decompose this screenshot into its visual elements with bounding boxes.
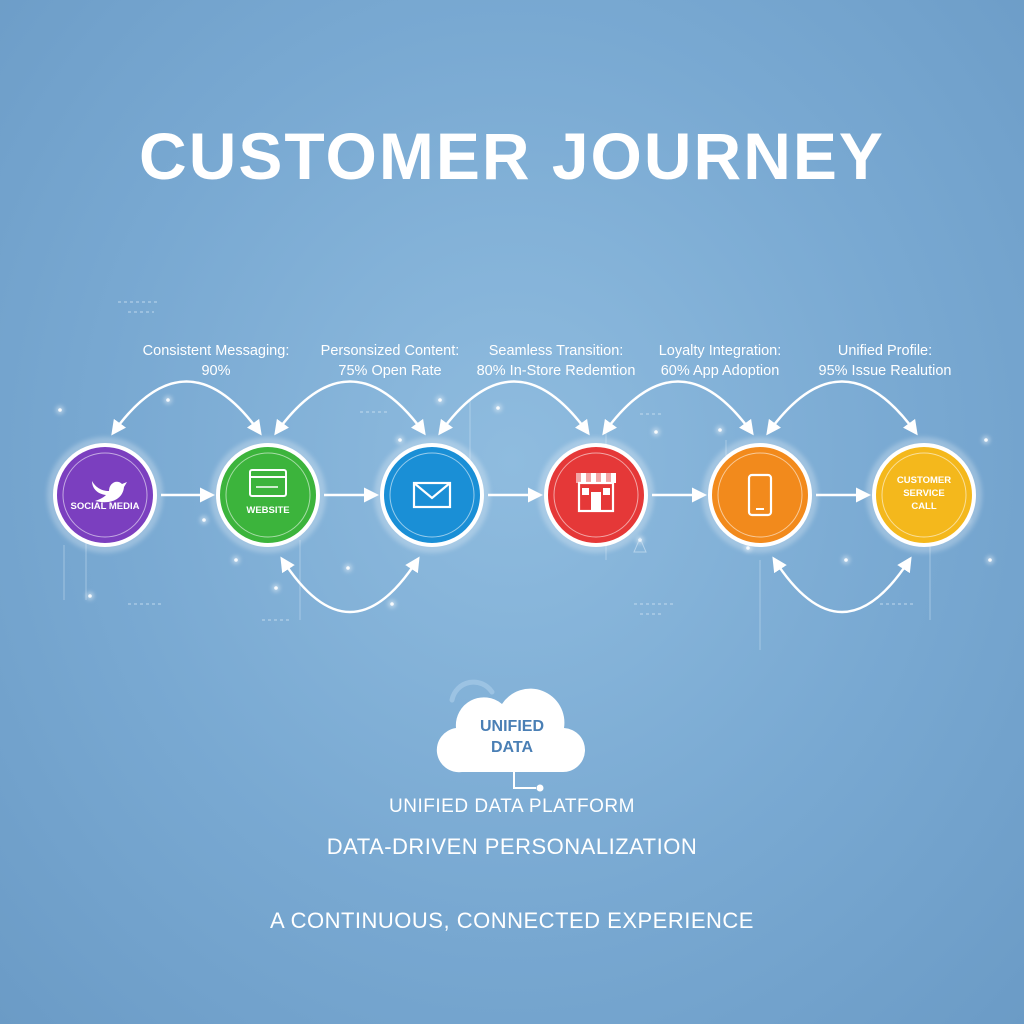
metric-personalized-content: Personsized Content: 75% Open Rate [300,341,480,381]
node-inner-ring [881,452,967,538]
envelope-icon [412,481,452,509]
node-inner-ring [553,452,639,538]
node-inner-ring [62,452,148,538]
bird-icon [92,481,127,503]
feedback-arc [602,380,754,436]
node-circle [53,443,157,547]
node-website: WEBSITE [210,437,326,553]
metric-value: 95% Issue Realution [818,363,952,379]
cloud-icon [436,688,586,773]
metric-label: Seamless Transition: [488,343,624,359]
metric-label: Unified Profile: [837,343,933,359]
storefront-icon [576,473,616,513]
node-store [538,437,654,553]
node-label: CUSTOMER [897,475,951,486]
decor-dot [58,408,62,412]
cloud-connector-dot [536,784,544,792]
cloud-label-line: DATA [491,739,534,756]
node-label: SERVICE [903,488,945,499]
feedback-arc [274,380,426,436]
decor-dot [202,518,206,522]
flow-arrows [111,380,918,614]
decor-dot [398,438,402,442]
decor-triangle [633,536,647,553]
decor-dot [984,438,988,442]
node-inner-ring [389,452,475,538]
metric-label: Personsized Content: [320,343,460,359]
node-inner-ring [717,452,803,538]
unified-data-platform-label: UNIFIED DATA PLATFORM [389,796,635,817]
decor-dot [166,398,170,402]
decor-dot [234,558,238,562]
cloud-backdrop-icon [449,679,495,703]
metric-label: Loyalty Integration: [658,343,782,359]
smartphone-icon [747,473,773,517]
feedback-arc [111,380,262,436]
node-mobile-app [702,437,818,553]
decor-dot [988,558,992,562]
node-customer-service-call: CUSTOMER SERVICE CALL [866,437,982,553]
node-label: WEBSITE [246,505,289,516]
node-circle [708,443,812,547]
node-email [374,437,490,553]
decor-dot [88,594,92,598]
decor-dot [274,586,278,590]
metric-unified-profile: Unified Profile: 95% Issue Realution [795,341,975,381]
cloud-label-line: UNIFIED [480,718,544,735]
node-circle [872,443,976,547]
cloud-connector [513,772,536,789]
node-social-media: SOCIAL MEDIA [47,437,163,553]
return-arc [280,556,420,614]
metric-loyalty-integration: Loyalty Integration: 60% App Adoption [630,341,810,381]
tagline: A CONTINUOUS, CONNECTED EXPERIENCE [270,908,754,933]
decor-dot [496,406,500,410]
metric-value: 80% In-Store Redemtion [476,363,636,379]
node-inner-ring [225,452,311,538]
unified-data-cloud: UNIFIED DATA [436,679,586,792]
node-circle [380,443,484,547]
metric-value: 60% App Adoption [660,363,780,379]
return-arc [772,556,912,614]
feedback-arc [766,380,918,436]
node-label: CALL [911,501,937,512]
metric-consistent-messaging: Consistent Messaging: 90% [126,341,306,381]
feedback-arc [438,380,590,436]
browser-window-icon [249,469,287,497]
metric-seamless-transition: Seamless Transition: 80% In-Store Redemt… [466,341,646,381]
data-driven-personalization-label: DATA-DRIVEN PERSONALIZATION [326,834,698,859]
page-title: CUSTOMER JOURNEY [139,119,885,193]
journey-nodes: SOCIAL MEDIA WEBSITE CUSTOMER SERVICE CALL [47,437,982,553]
decor-dot [390,602,394,606]
metric-value: 75% Open Rate [338,363,442,379]
metric-label: Consistent Messaging: [142,343,290,359]
node-label: SOCIAL MEDIA [71,501,140,512]
metric-value: 90% [201,363,231,379]
decor-dot [438,398,442,402]
